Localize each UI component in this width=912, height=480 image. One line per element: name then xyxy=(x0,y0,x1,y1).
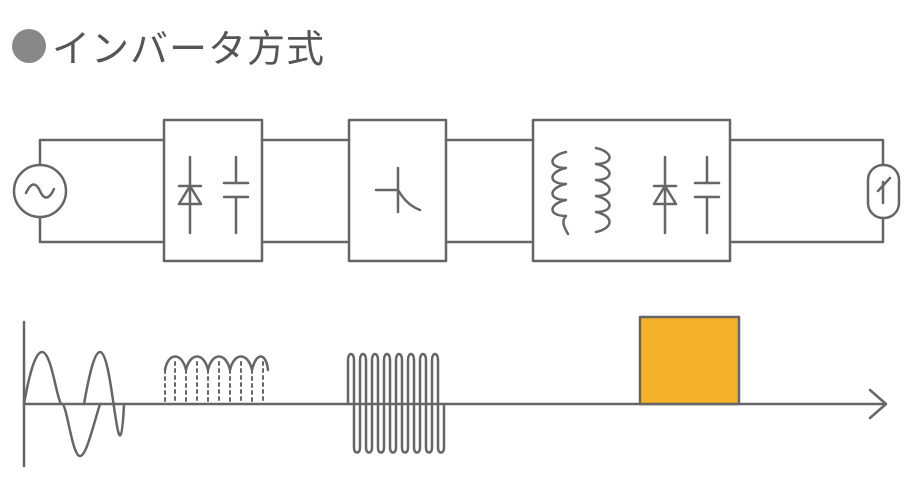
inverter-block xyxy=(347,118,448,263)
switching-transistor-icon xyxy=(374,166,422,214)
page-title: インバータ方式 xyxy=(12,18,325,73)
high-frequency-wave xyxy=(346,352,446,454)
diode-capacitor-icon xyxy=(177,155,250,235)
circuit-wiring xyxy=(38,138,885,244)
ac-sine-wave xyxy=(22,350,126,458)
transformer-diode-capacitor-icon xyxy=(551,146,721,236)
dc-output-pulse xyxy=(638,315,741,406)
transformer-block xyxy=(531,118,732,263)
switch-load-icon xyxy=(866,163,901,220)
rectifier-block xyxy=(162,118,264,263)
rectified-wave xyxy=(163,355,270,405)
ac-source-icon xyxy=(12,163,68,219)
waveform-axes xyxy=(22,320,888,468)
bullet-dot-icon xyxy=(12,28,46,63)
title-text: インバータ方式 xyxy=(52,27,326,71)
